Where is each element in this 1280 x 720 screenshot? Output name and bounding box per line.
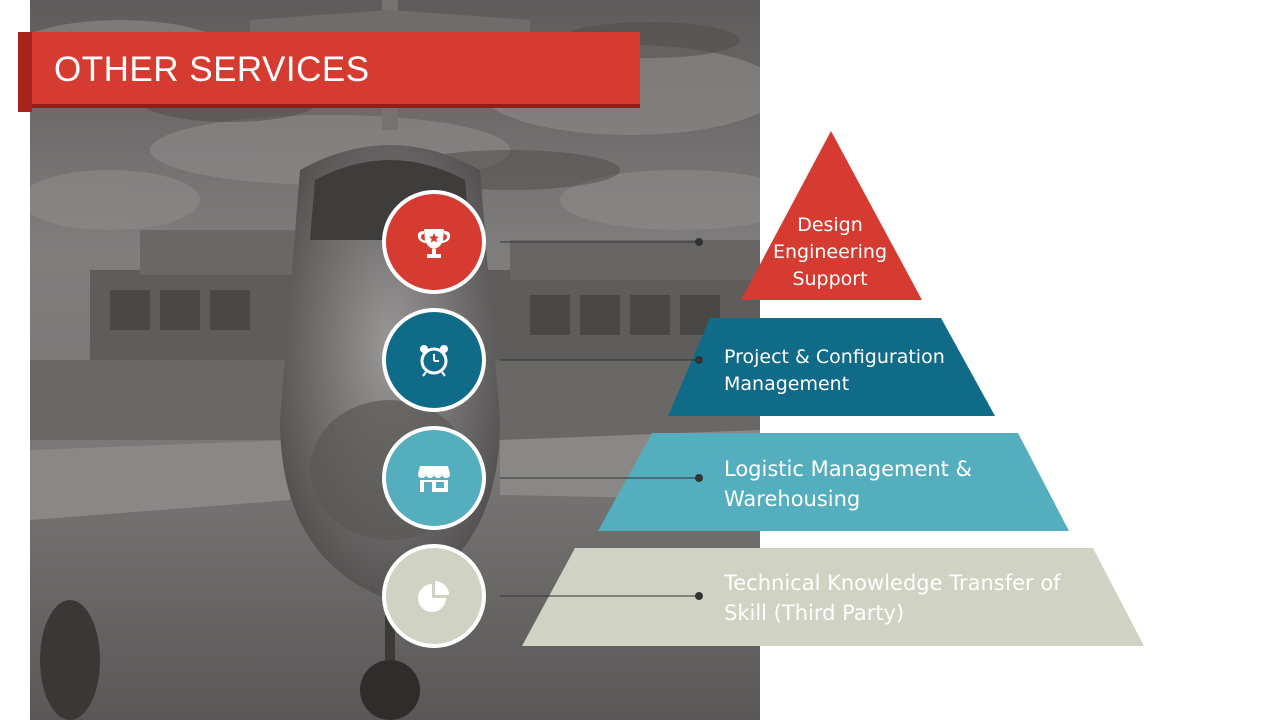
alarm-clock-icon	[420, 345, 448, 377]
connector-dot-1	[695, 238, 703, 246]
tier-label-logistic-management-warehousing: Logistic Management & Warehousing	[724, 457, 972, 511]
page-title: OTHER SERVICES	[54, 50, 370, 89]
pyramid-tier-1	[741, 131, 922, 300]
pyramid-tier-3	[598, 433, 1069, 531]
icon-circle-4	[382, 544, 486, 648]
trophy-icon	[417, 229, 451, 258]
title-banner-fold	[18, 32, 32, 112]
tier-label-project-configuration-management: Project & Configuration Management	[724, 346, 945, 395]
connector-dot-2	[695, 356, 703, 364]
title-banner: OTHER SERVICES	[18, 32, 640, 112]
connector-dot-3	[695, 474, 703, 482]
icon-circle-3	[382, 426, 486, 530]
store-icon	[418, 466, 450, 492]
tier-label-technical-knowledge-transfer: Technical Knowledge Transfer of Skill (T…	[724, 571, 1061, 625]
tier-label-design-engineering-support: Design Engineering Support	[773, 214, 887, 290]
pyramid-tier-4	[522, 548, 1144, 646]
pyramid-tier-2	[668, 318, 995, 416]
connector-dot-4	[695, 592, 703, 600]
pie-chart-icon	[418, 581, 449, 612]
